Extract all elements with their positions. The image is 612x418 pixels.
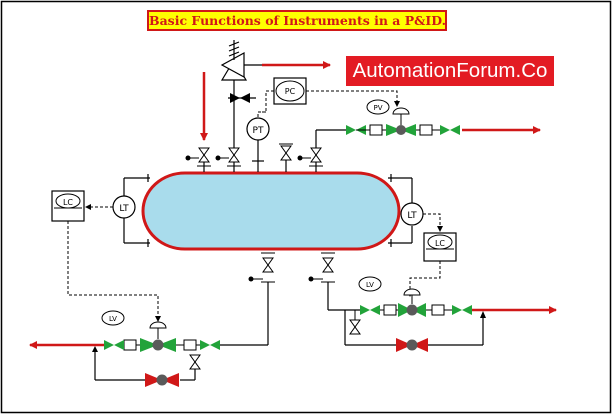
pt-label: PT	[253, 126, 264, 136]
lc-right-label: LC	[435, 239, 445, 248]
left-bypass-valve	[145, 373, 179, 387]
right-outlet-piping	[327, 282, 484, 346]
vessel-tank	[141, 171, 401, 251]
lc-left: LC	[51, 190, 85, 222]
left-outlet-tee-arrow	[92, 346, 98, 352]
lt-left-label: LT	[119, 204, 129, 214]
lc-right-signal	[407, 261, 441, 297]
top-hand-valves	[198, 145, 322, 163]
pc-signal-to-valve	[262, 90, 274, 113]
top-valve-stems	[185, 143, 323, 167]
brand-watermark: AutomationForum.Co	[346, 56, 554, 86]
left-level-instrumentation	[123, 174, 150, 247]
diagram-title: Basic Functions of Instruments in a P&ID…	[147, 10, 447, 31]
lt-left: LT	[112, 195, 136, 219]
pt-transmitter: PT	[246, 117, 270, 162]
bottom-valve-stems	[248, 276, 335, 283]
lc-left-signal	[67, 221, 161, 322]
lv-right-label: LV	[366, 281, 374, 289]
bottom-nozzles	[261, 252, 335, 273]
lt-right: LT	[400, 202, 424, 226]
lv-left-label: LV	[109, 315, 117, 323]
pressure-control-valve-top	[230, 93, 250, 103]
pv-label: PV	[373, 104, 382, 112]
lv-right-tag: LV	[358, 276, 382, 292]
pv-tag: PV	[366, 99, 390, 115]
pc-signal-to-pv	[306, 90, 400, 107]
lt-right-signal	[423, 213, 443, 232]
lc-right: LC	[423, 232, 457, 262]
right-outlet-tee-arrow	[480, 311, 486, 318]
lv-right-valve-train	[349, 288, 472, 335]
pressure-safety-valve	[220, 40, 248, 81]
lc-left-label: LC	[63, 198, 73, 207]
pc-controller: PC	[273, 77, 307, 105]
lv-left-valve-train	[104, 321, 220, 370]
pv-valve-train	[346, 107, 460, 136]
pc-signal-from-pt	[257, 111, 266, 118]
left-outlet-piping	[94, 282, 269, 381]
lv-left-tag: LV	[101, 310, 125, 326]
lt-right-label: LT	[407, 211, 417, 221]
pc-label: PC	[285, 87, 296, 96]
right-bypass-valve	[396, 338, 428, 352]
right-level-instrumentation	[388, 174, 413, 247]
